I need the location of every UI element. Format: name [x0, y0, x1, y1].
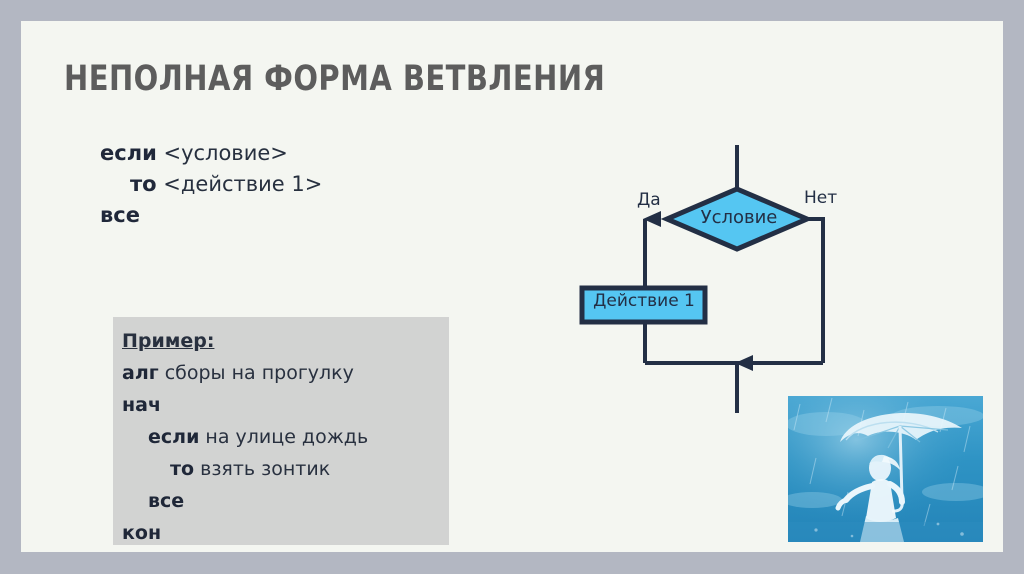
example-text: взять зонтик — [194, 458, 331, 480]
example-text: сборы на прогулку — [158, 362, 354, 384]
flow-label-no: Нет — [804, 188, 838, 208]
pseudocode-keyword: то — [130, 172, 157, 196]
decision-diamond-shape — [660, 186, 814, 252]
pseudocode-keyword: если — [100, 141, 157, 165]
example-keyword: алг — [122, 362, 159, 384]
example-line: алг сборы на прогулку — [122, 357, 443, 389]
example-keyword: все — [148, 490, 185, 512]
example-keyword: если — [148, 426, 200, 448]
umbrella-shaft — [898, 425, 904, 501]
arrowhead-merge-icon — [735, 355, 753, 371]
woman-figure — [835, 454, 905, 542]
pseudocode-text: <условие> — [156, 141, 288, 165]
example-body: Пример: алг сборы на прогулку нач если н… — [122, 325, 443, 549]
example-text: на улице дождь — [199, 426, 369, 448]
umbrella-photo-illustration — [788, 396, 983, 542]
flow-label-yes: Да — [637, 190, 661, 210]
example-keyword: то — [170, 458, 195, 480]
example-keyword: нач — [122, 394, 161, 416]
pseudocode-keyword: все — [100, 203, 140, 227]
example-heading: Пример: — [122, 330, 215, 352]
example-line: то взять зонтик — [122, 453, 443, 485]
pseudocode-block: если <условие> то <действие 1> все — [100, 138, 520, 231]
pseudocode-text: <действие 1> — [156, 172, 323, 196]
pseudocode-line: все — [100, 200, 520, 231]
pseudocode-line: если <условие> — [100, 138, 520, 169]
action-box-shape — [579, 285, 708, 325]
example-line: нач — [122, 389, 443, 421]
example-line: все — [122, 485, 443, 517]
decision-label: Условие — [700, 207, 778, 228]
pseudocode-line: то <действие 1> — [100, 169, 520, 200]
action-label: Действие 1 — [593, 291, 695, 311]
example-keyword: кон — [122, 522, 162, 544]
page-title: НЕПОЛНАЯ ФОРМА ВЕТВЛЕНИЯ — [64, 59, 606, 99]
umbrella-photo — [788, 396, 983, 542]
slide-canvas: НЕПОЛНАЯ ФОРМА ВЕТВЛЕНИЯ если <условие> … — [21, 21, 1003, 552]
example-line: если на улице дождь — [122, 421, 443, 453]
arrowhead-yes-icon — [643, 211, 661, 227]
flowchart-svg — [579, 145, 825, 413]
example-line: кон — [122, 517, 443, 549]
flowchart-diagram: Да Нет Условие Действие 1 — [561, 121, 881, 431]
example-box: Пример: алг сборы на прогулку нач если н… — [113, 317, 449, 545]
